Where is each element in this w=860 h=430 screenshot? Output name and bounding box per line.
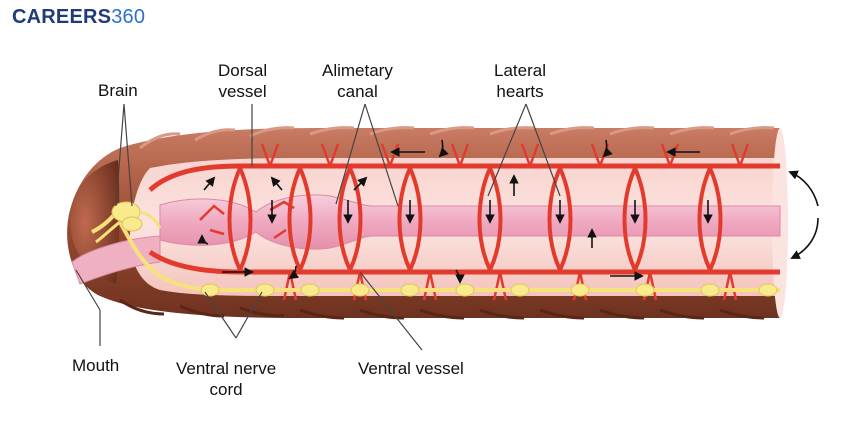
label-ventral-vessel: Ventral vessel	[358, 358, 464, 379]
label-lateral-hearts: Lateral hearts	[494, 60, 546, 102]
leader-lines	[75, 103, 561, 351]
label-ventral-nerve-cord-line1: Ventral nerve	[176, 359, 277, 378]
label-dorsal-vessel: Dorsal vessel	[218, 60, 267, 102]
dorsal-vessel-line	[148, 163, 780, 192]
label-mouth: Mouth	[72, 355, 119, 376]
logo-text: CAREERS	[12, 6, 112, 28]
label-brain-text: Brain	[98, 81, 138, 100]
label-ventral-vessel-text: Ventral vessel	[358, 359, 464, 378]
label-alimentary-canal-line1: Alimetary	[322, 61, 393, 80]
label-alimentary-canal-line2: canal	[337, 82, 378, 101]
careers360-logo: CAREERS360	[12, 6, 145, 29]
lateral-hearts	[227, 167, 723, 271]
label-lateral-hearts-line2: hearts	[496, 82, 544, 101]
brain-shape	[91, 201, 162, 244]
logo-number: 360	[111, 6, 146, 28]
ventral-nerve-cord-shape	[118, 221, 780, 297]
pharynx-capillaries	[199, 200, 295, 240]
label-mouth-text: Mouth	[72, 356, 120, 375]
label-dorsal-vessel-line1: Dorsal	[218, 61, 268, 80]
label-alimentary-canal: Alimetary canal	[322, 60, 393, 102]
label-ventral-nerve-cord: Ventral nerve cord	[176, 358, 276, 400]
mouth-region	[71, 235, 161, 285]
label-ventral-nerve-cord-line2: cord	[209, 380, 243, 399]
flow-arrows	[197, 139, 819, 284]
label-dorsal-vessel-line2: vessel	[218, 82, 267, 101]
label-lateral-hearts-line1: Lateral	[494, 61, 546, 80]
label-brain: Brain	[98, 80, 138, 101]
